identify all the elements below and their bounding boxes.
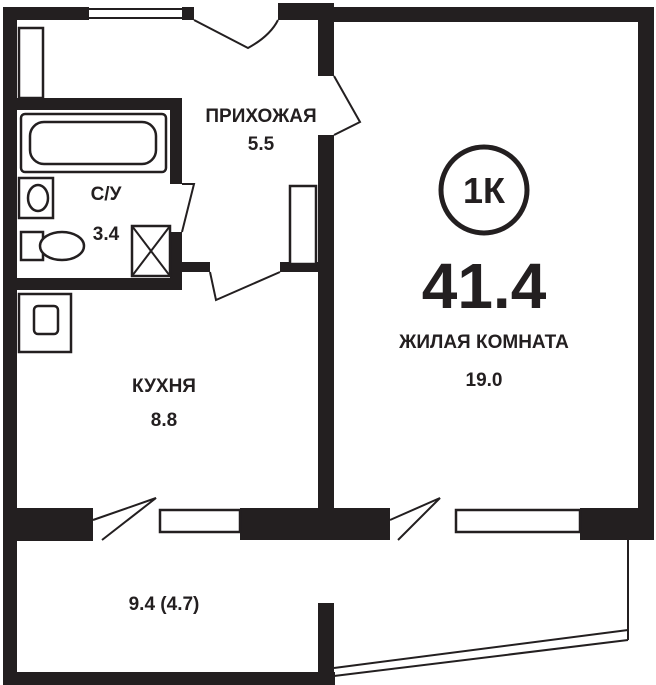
wall-balcony-divider [318, 603, 334, 685]
shower-cross-b [131, 225, 171, 277]
radiator-hall [288, 184, 318, 266]
wall-partition-main [318, 135, 334, 510]
toilet-bowl [38, 230, 86, 262]
apartment-type-badge [438, 144, 530, 236]
kitchen-area: 8.8 [151, 410, 177, 431]
wall-balcony-a [3, 508, 93, 540]
living-door-swing [333, 75, 362, 136]
wall-right-exterior [638, 7, 654, 540]
hallway-name: ПРИХОЖАЯ [205, 106, 316, 127]
bathtub-inner [28, 120, 158, 166]
living-name: ЖИЛАЯ КОМНАТА [398, 332, 569, 353]
balcony-slant-lower [333, 639, 629, 677]
wall-bath-top [17, 98, 177, 110]
bath-door-swing [181, 183, 196, 233]
wall-top-left-a [3, 7, 89, 20]
kitchen-balcony-door [92, 497, 157, 541]
kitchen-balcony-window [158, 508, 242, 534]
wall-top-right [318, 7, 654, 22]
balcony-slant-upper [333, 629, 629, 669]
radiator-top-left [17, 26, 45, 100]
living-balcony-door [389, 497, 441, 541]
wall-balcony-left [3, 540, 17, 685]
wall-balcony-c [580, 508, 654, 540]
hallway-area: 5.5 [248, 134, 275, 155]
thin-lines [17, 8, 629, 677]
wall-bath-right-upper [170, 98, 182, 184]
wall-bath-bottom [17, 278, 181, 290]
wall-hall-stub [280, 262, 320, 272]
bathroom-area: 3.4 [93, 224, 120, 245]
apartment-type: 1К [463, 170, 506, 211]
wall-bath-right-lower [170, 232, 182, 290]
walls [3, 3, 654, 685]
total-area: 41.4 [422, 250, 547, 322]
bathroom-name: С/У [91, 184, 122, 205]
balcony-area: 9.4 (4.7) [129, 594, 200, 615]
room-labels: ПРИХОЖАЯ 5.5 С/У 3.4 КУХНЯ 8.8 1К 41.4 Ж… [91, 106, 570, 615]
washbasin-bowl [26, 183, 50, 213]
fixtures [17, 26, 318, 354]
wall-balcony-bottom [3, 672, 335, 685]
living-area: 19.0 [466, 370, 503, 391]
kitchen-sink-bowl [32, 304, 60, 336]
wall-top-left-b [182, 7, 194, 20]
kitchen-door-swing [209, 271, 281, 302]
wall-partition-upper [318, 20, 334, 76]
kitchen-name: КУХНЯ [132, 376, 196, 397]
entrance-door-swing [193, 19, 279, 50]
wall-kitchen-stub [182, 262, 210, 272]
wall-balcony-b [240, 508, 390, 540]
living-balcony-window [454, 508, 582, 534]
